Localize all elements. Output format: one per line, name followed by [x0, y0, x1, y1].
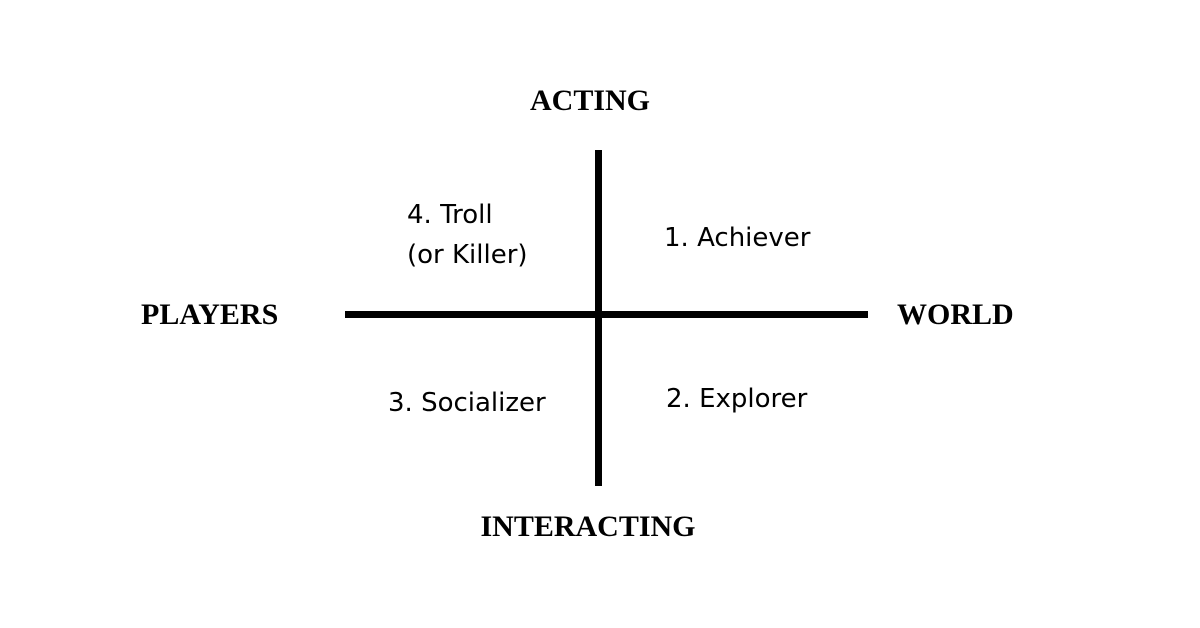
- quadrant-achiever: 1. Achiever: [664, 218, 810, 258]
- axis-label-acting: ACTING: [529, 84, 651, 117]
- quadrant-explorer-title: 2. Explorer: [666, 384, 808, 414]
- axis-label-players: PLAYERS: [141, 298, 279, 331]
- quadrant-socializer: 3. Socializer: [388, 383, 546, 423]
- quadrant-troll-title: 4. Troll: [407, 200, 493, 230]
- axis-label-interacting: INTERACTING: [480, 510, 696, 543]
- horizontal-axis-line: [345, 311, 868, 318]
- quadrant-explorer: 2. Explorer: [666, 379, 807, 419]
- quadrant-socializer-title: 3. Socializer: [388, 388, 546, 418]
- quadrant-troll-subtitle: (or Killer): [407, 240, 528, 270]
- quadrant-achiever-title: 1. Achiever: [664, 223, 811, 253]
- axis-label-world: WORLD: [897, 298, 1014, 331]
- quadrant-troll: 4. Troll (or Killer): [407, 195, 528, 275]
- vertical-axis-line: [595, 150, 602, 486]
